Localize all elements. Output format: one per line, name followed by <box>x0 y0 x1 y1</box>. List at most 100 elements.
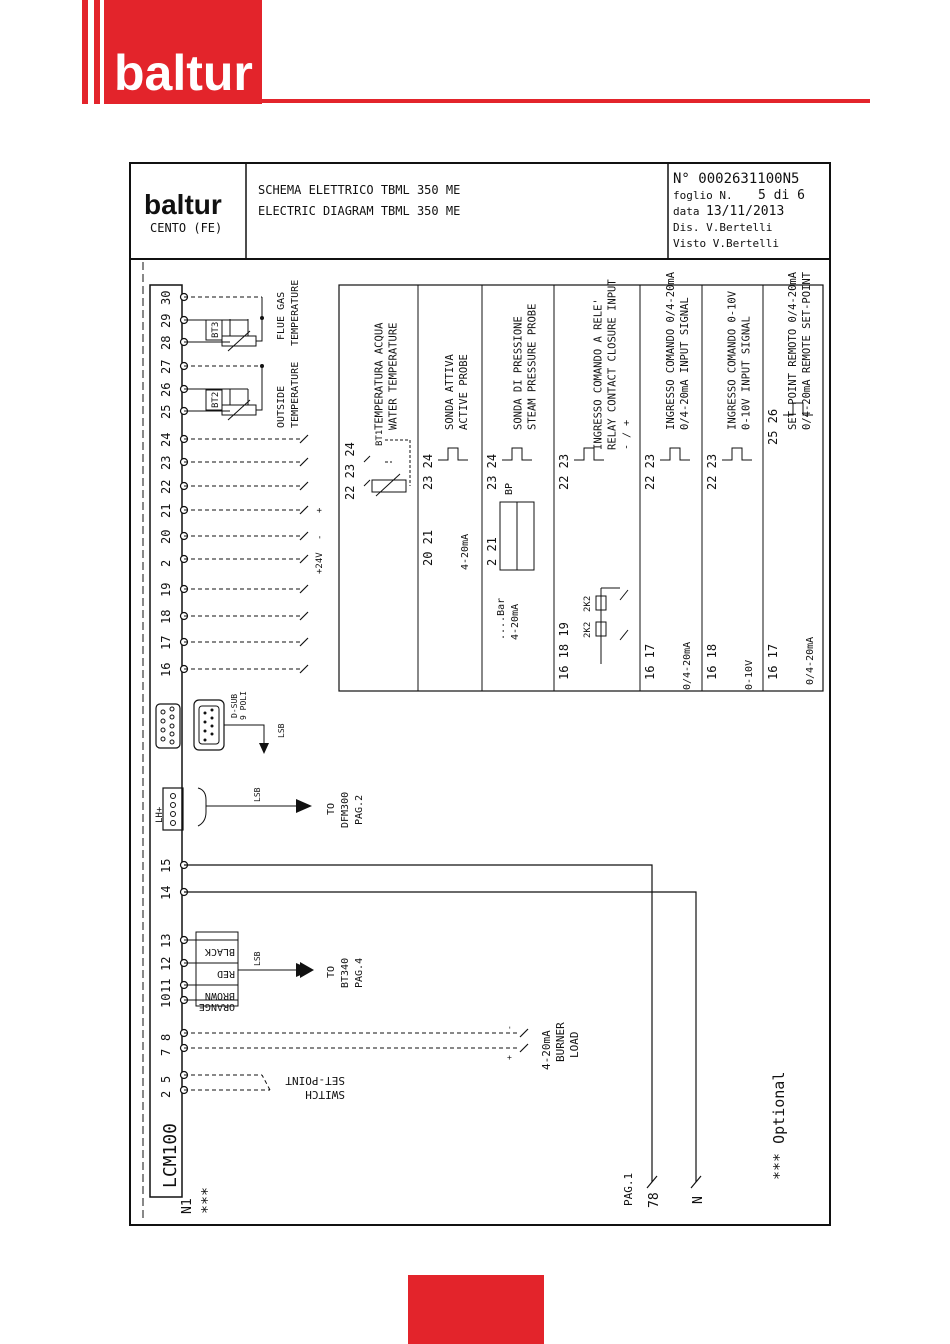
option-terminals: 16 17 <box>643 644 657 680</box>
wire-15-to-78 <box>184 864 653 1182</box>
option-terminals: 22 23 24 <box>343 442 357 500</box>
terminal-number: 15 <box>159 859 173 873</box>
wire-brown: BROWN <box>205 990 235 1001</box>
terminal-number: 19 <box>159 583 173 597</box>
bp-range: 4-20mA <box>510 604 521 640</box>
minus-label: - <box>315 535 325 540</box>
terminal-number: 17 <box>159 636 173 650</box>
title-en: ELECTRIC DIAGRAM TBML 350 ME <box>258 204 460 218</box>
header-logo: baltur <box>82 0 262 104</box>
date-value: 13/11/2013 <box>706 204 784 219</box>
setpoint-label: SET-POINT <box>285 1074 345 1087</box>
title-logo: baltur <box>144 189 222 220</box>
option-extra: 0-10V <box>744 660 755 690</box>
bt340-cable <box>184 931 300 1007</box>
footer-tab <box>408 1275 544 1344</box>
dsub-pins <box>160 706 175 745</box>
lsb-label-dfm: LSB <box>253 787 262 802</box>
option-description: 0/4-20mA REMOTE SET-POINT <box>801 271 813 430</box>
flue-label: FLUE GAS <box>276 292 287 340</box>
switch-label: SWITCH <box>305 1088 345 1101</box>
bt340-arrow <box>296 963 312 977</box>
option-description: STEAM PRESSURE PROBE <box>527 304 539 430</box>
bt2-label: BT2 <box>211 392 221 408</box>
device-name: LCM100 <box>160 1123 181 1188</box>
dsub-label: D-SUB <box>230 694 239 718</box>
checked-by: Visto V.Bertelli <box>673 237 779 250</box>
header-rule <box>262 99 870 103</box>
terminal-number: 22 <box>159 480 173 494</box>
wire-black: BLACK <box>205 946 235 957</box>
options-table <box>338 284 824 692</box>
dfm300-to: TO <box>326 803 337 815</box>
option-description: ACTIVE PROBE <box>458 354 470 430</box>
resistor-label: 2K2 <box>583 622 593 638</box>
wire-78-label: 78 <box>647 1192 662 1208</box>
device-ref: N1 <box>180 1198 195 1214</box>
terminal-number: 30 <box>159 291 173 305</box>
terminal-number: 14 <box>159 886 173 900</box>
device-stars: *** <box>198 1187 216 1214</box>
option-description: INGRESSO COMANDO A RELE' <box>592 298 604 450</box>
option-terminals-2: 22 23 <box>557 454 571 490</box>
terminal-number: 21 <box>159 504 173 518</box>
wire-red: RED <box>217 968 235 979</box>
option-terminals: 20 21 <box>421 530 435 566</box>
relay-polarity: - / + <box>621 420 632 450</box>
terminal-number: 24 <box>159 433 173 447</box>
terminal-number: 5 <box>159 1076 173 1083</box>
lh-label: LH+ <box>155 806 165 823</box>
option-description: RELAY CONTACT CLOSURE INPUT <box>606 279 618 450</box>
wire-orange: ORANGE <box>199 1001 235 1012</box>
dsub-port <box>155 703 181 749</box>
terminal-number: 2 <box>159 1091 173 1098</box>
option-description: SONDA DI PRESSIONE <box>513 316 525 430</box>
option-description: 0-10V INPUT SIGNAL <box>741 316 753 430</box>
wire-ticks <box>299 434 529 1053</box>
option-terminals: 16 18 19 <box>557 622 571 680</box>
bt1-probe <box>363 439 411 497</box>
bt3-probe <box>184 297 263 352</box>
option-description: SONDA ATTIVA <box>444 353 456 430</box>
plus-label: + <box>315 507 325 513</box>
date-prefix: data <box>673 205 700 218</box>
option-terminals-2: 22 23 <box>705 454 719 490</box>
terminal-number: 18 <box>159 610 173 624</box>
option-terminals: 16 18 <box>705 644 719 680</box>
option-description: INGRESSO COMANDO 0/4-20mA <box>665 271 677 430</box>
dfm300-arrow <box>296 799 312 813</box>
outside-label: OUTSIDE <box>276 386 287 428</box>
terminal-number: 2 <box>159 560 173 567</box>
option-description: 0/4-20mA INPUT SIGNAL <box>679 297 691 430</box>
outside-temp-label: TEMPERATURE <box>290 362 301 428</box>
header-logo-text: baltur <box>114 45 253 101</box>
option-terminals: 16 17 <box>766 644 780 680</box>
terminal-labels: 2578101112131415161718192202122232425262… <box>159 291 173 1098</box>
option-terminals-2: 23 24 <box>485 454 499 490</box>
terminal-number: 7 <box>159 1049 173 1056</box>
option-description: SET-POINT REMOTO 0/4-20mA <box>787 271 799 430</box>
sheet-frame <box>129 162 831 1226</box>
lcm100-module <box>149 284 183 1198</box>
terminal-number: 23 <box>159 456 173 470</box>
title-it: SCHEMA ELETTRICO TBML 350 ME <box>258 183 460 197</box>
dfm300-page: PAG.2 <box>354 795 365 825</box>
option-extra: 0/4-20mA <box>682 642 693 690</box>
doc-number: N° 0002631100N5 <box>673 171 799 187</box>
terminal-number: 27 <box>159 360 173 374</box>
lsb-label-bt340: LSB <box>253 951 262 966</box>
resistor-label: 2K2 <box>583 596 593 612</box>
dfm300-name: DFM300 <box>340 792 351 828</box>
wire-n-label: N <box>691 1196 706 1204</box>
terminal-number: 26 <box>159 383 173 397</box>
bt3-label: BT3 <box>211 322 221 338</box>
sheet-prefix: foglio N. <box>673 189 733 202</box>
bt340-name: BT340 <box>340 958 351 988</box>
option-terminals: 2 21 <box>485 537 499 566</box>
option-terminals-2: 23 24 <box>421 454 435 490</box>
burner-plus: + <box>505 1055 514 1060</box>
terminal-number: 13 <box>159 934 173 948</box>
option-description: INGRESSO COMANDO 0-10V <box>727 290 739 430</box>
bp-label: BP <box>504 483 515 495</box>
